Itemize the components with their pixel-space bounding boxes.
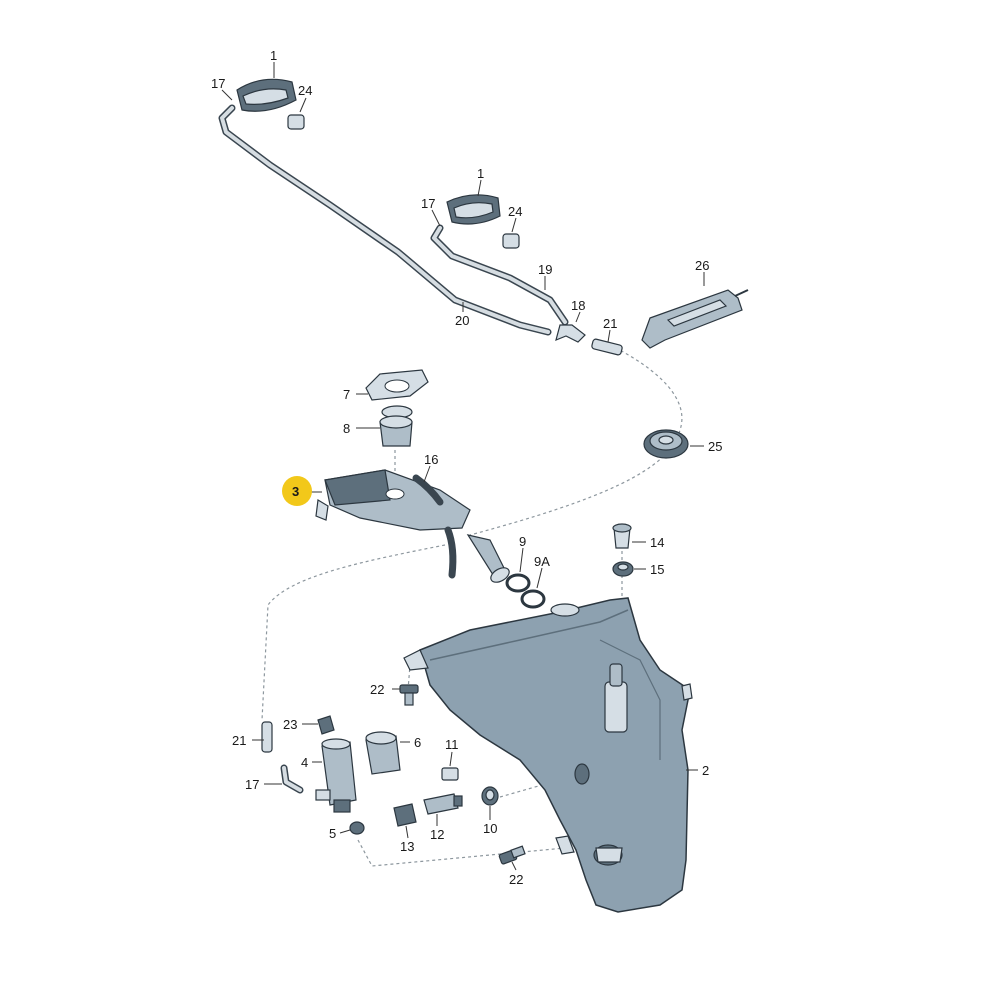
label-17c[interactable]: 17 — [245, 777, 259, 792]
label-22a[interactable]: 22 — [370, 682, 384, 697]
label-14[interactable]: 14 — [650, 535, 664, 550]
label-10[interactable]: 10 — [483, 821, 497, 836]
highlight-marker-3[interactable] — [282, 476, 312, 506]
label-8[interactable]: 8 — [343, 421, 350, 436]
drain-hose — [444, 526, 457, 579]
hose-16 — [412, 474, 444, 506]
plug-24a — [287, 114, 305, 130]
label-26[interactable]: 26 — [695, 258, 709, 273]
label-21a[interactable]: 21 — [603, 316, 617, 331]
label-2[interactable]: 2 — [702, 763, 709, 778]
label-19[interactable]: 19 — [538, 262, 552, 277]
label-1a[interactable]: 1 — [270, 48, 277, 63]
part-labels: 1 17 24 1 17 24 19 20 18 21 26 25 7 8 3 … — [211, 48, 722, 887]
gasket-plate-7 — [365, 369, 429, 401]
plug-24b — [502, 233, 520, 249]
label-24b[interactable]: 24 — [508, 204, 522, 219]
pump-port — [593, 844, 623, 866]
seal-sleeve-6 — [365, 731, 401, 775]
label-20[interactable]: 20 — [455, 313, 469, 328]
filler-neck-3 — [315, 469, 471, 531]
hose-segment-21b — [261, 721, 273, 753]
o-ring-9A — [520, 589, 546, 609]
label-11[interactable]: 11 — [445, 737, 459, 752]
label-25[interactable]: 25 — [708, 439, 722, 454]
label-4[interactable]: 4 — [301, 755, 308, 770]
hose-20-highlight — [220, 106, 550, 334]
o-ring-9 — [505, 573, 531, 593]
label-18[interactable]: 18 — [571, 298, 585, 313]
label-23[interactable]: 23 — [283, 717, 297, 732]
leader-lines — [221, 62, 705, 871]
level-sensor — [604, 663, 628, 733]
grommet-25 — [643, 429, 689, 459]
label-7[interactable]: 7 — [343, 387, 350, 402]
y-connector-18 — [555, 324, 586, 343]
cap-14 — [612, 523, 632, 549]
grommet-10 — [481, 786, 499, 806]
sensor-port — [574, 763, 590, 785]
label-13[interactable]: 13 — [400, 839, 414, 854]
label-6[interactable]: 6 — [414, 735, 421, 750]
bolt-22b — [498, 845, 526, 865]
label-17a[interactable]: 17 — [211, 76, 225, 91]
grommet-5 — [349, 821, 365, 835]
neck-tube-9 — [466, 534, 510, 583]
label-1b[interactable]: 1 — [477, 166, 484, 181]
spray-nozzle-1a — [236, 78, 297, 112]
elbow-17c — [280, 764, 304, 794]
hose-20 — [218, 104, 552, 336]
spray-nozzle-1b — [446, 194, 501, 225]
label-17b[interactable]: 17 — [421, 196, 435, 211]
label-22b[interactable]: 22 — [509, 872, 523, 887]
label-24a[interactable]: 24 — [298, 83, 312, 98]
screw-11 — [441, 767, 459, 781]
label-9[interactable]: 9 — [519, 534, 526, 549]
grommet-23 — [317, 715, 335, 735]
connector-13 — [393, 803, 417, 827]
label-9A[interactable]: 9A — [534, 554, 550, 569]
washer-pump-4 — [315, 738, 357, 813]
sensor-12 — [423, 793, 463, 815]
label-3[interactable]: 3 — [292, 484, 299, 499]
hose-19-highlight — [432, 226, 567, 324]
washer-reservoir-2 — [403, 597, 693, 913]
label-15[interactable]: 15 — [650, 562, 664, 577]
bracket-26 — [641, 289, 749, 349]
bolt-22a — [399, 684, 419, 706]
label-12[interactable]: 12 — [430, 827, 444, 842]
routing-line-left — [261, 544, 446, 721]
hose-segment-21a — [591, 338, 623, 356]
routing-line-bottom — [357, 839, 566, 867]
sleeve-8 — [379, 415, 413, 447]
grommet-15 — [612, 561, 634, 577]
label-16[interactable]: 16 — [424, 452, 438, 467]
label-5[interactable]: 5 — [329, 826, 336, 841]
label-21b[interactable]: 21 — [232, 733, 246, 748]
mounting-tab — [555, 835, 575, 855]
